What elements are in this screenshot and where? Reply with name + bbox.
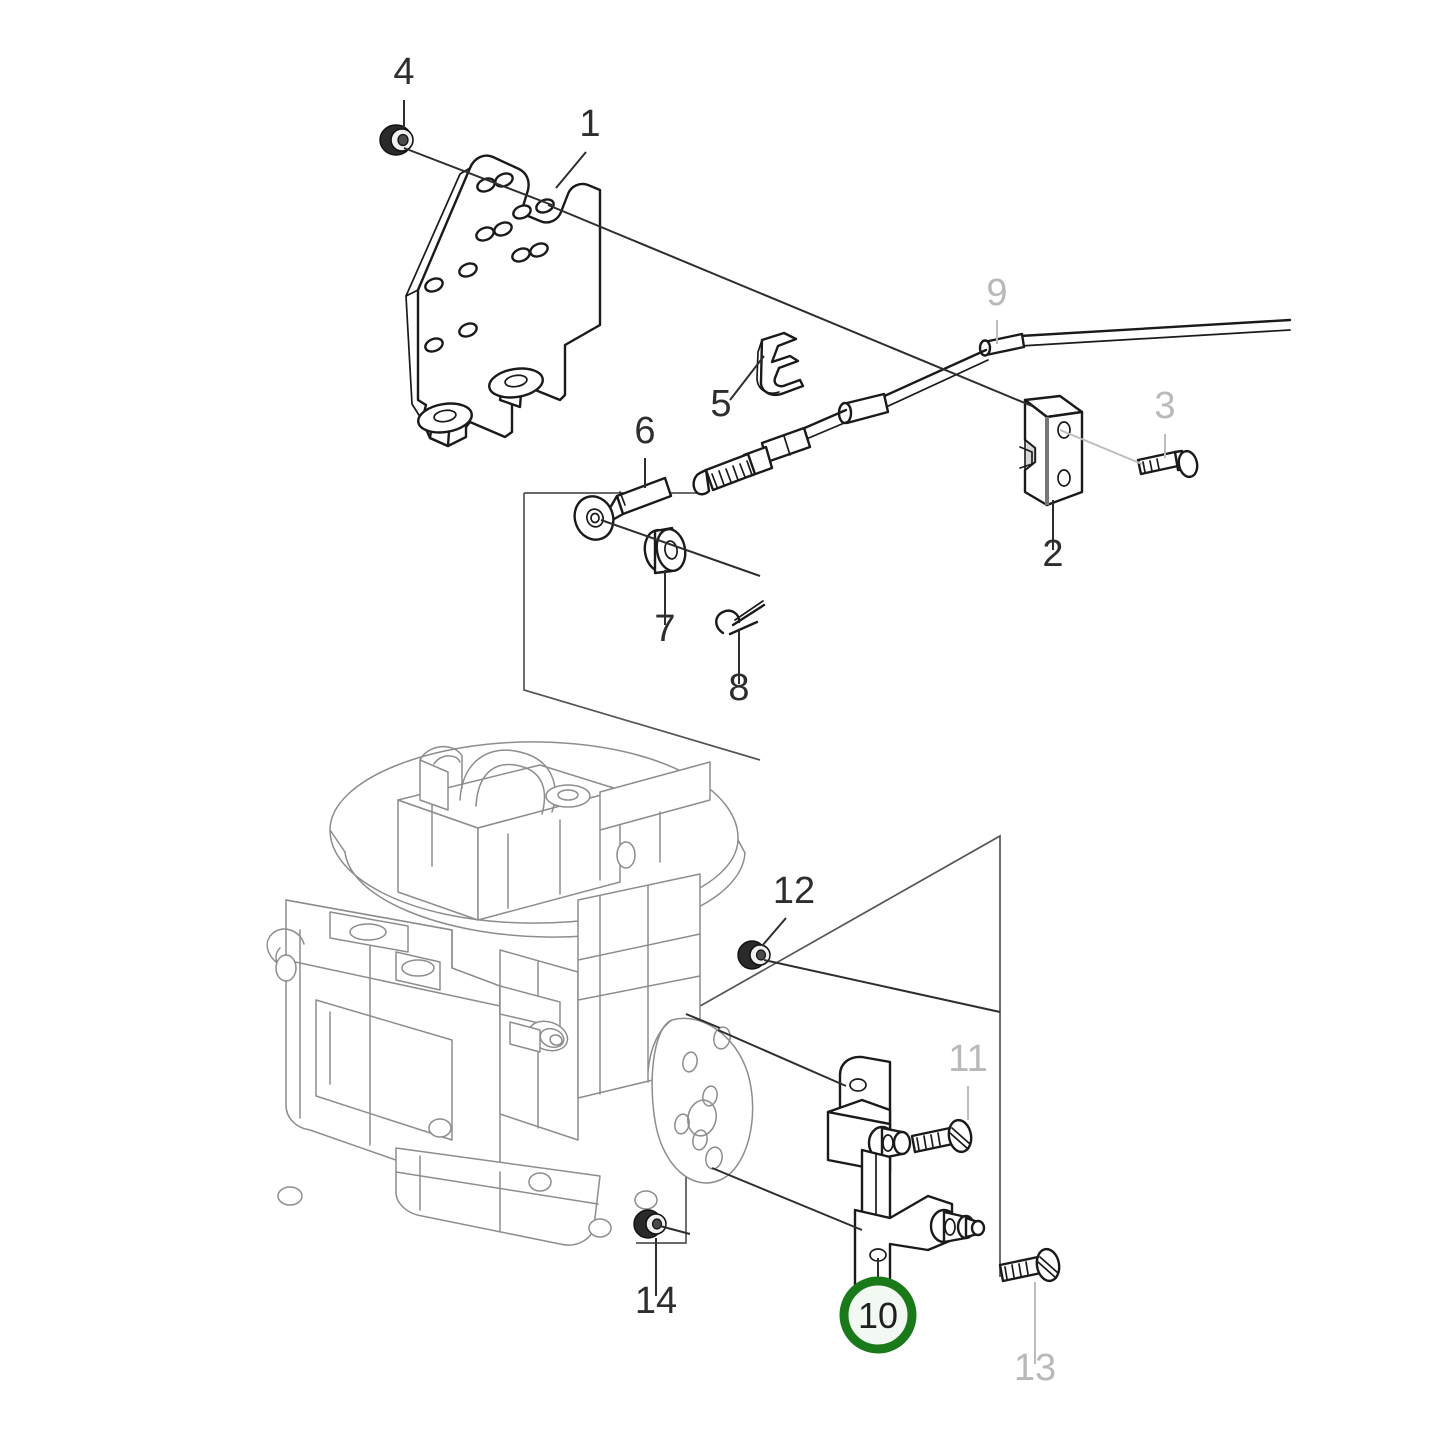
- part-anchor-bolt: [1136, 449, 1199, 479]
- leader-frame-attach: [685, 1013, 721, 1029]
- callout-11[interactable]: 11: [948, 1038, 987, 1080]
- callout-5[interactable]: 5: [710, 383, 731, 425]
- carburetor-body-reference: [266, 741, 754, 1246]
- assembly-frame-lower-left: [636, 1163, 687, 1244]
- callout-14[interactable]: 14: [635, 1280, 677, 1322]
- callout-8[interactable]: 8: [728, 667, 749, 709]
- callout-12[interactable]: 12: [773, 870, 815, 912]
- callout-9[interactable]: 9: [986, 272, 1007, 314]
- leader-12: [761, 917, 787, 947]
- leader-12-axis: [763, 959, 1001, 1013]
- part-cable-anchor-block: [1019, 394, 1084, 507]
- leader-lower-attach: [711, 1167, 863, 1231]
- leader-3-axis: [1059, 429, 1143, 465]
- callout-1[interactable]: 1: [579, 103, 600, 145]
- callout-10[interactable]: 10: [858, 1295, 898, 1336]
- leader-1-to-anchor: [547, 204, 1033, 407]
- leader-lines: [403, 100, 1166, 1364]
- leader-14-axis: [659, 1225, 691, 1235]
- leader-upper-attach: [717, 1029, 847, 1087]
- callout-3[interactable]: 3: [1154, 385, 1175, 427]
- part-pivot-bushing-upper: [737, 940, 771, 970]
- leader-4-to-part: [403, 147, 553, 206]
- assembly-frame-lower: [685, 834, 1001, 1277]
- leader-6-axis: [600, 519, 761, 577]
- part-pivot-bushing-lower: [633, 1209, 667, 1239]
- part-throttle-lever: [826, 1055, 986, 1298]
- callout-13[interactable]: 13: [1014, 1347, 1056, 1389]
- part-flat-washer: [643, 526, 687, 575]
- part-bracket-bushing: [379, 124, 414, 156]
- callout-2[interactable]: 2: [1042, 533, 1063, 575]
- part-u-clip-retainer: [756, 331, 805, 396]
- callout-7[interactable]: 7: [654, 608, 675, 650]
- leader-1: [555, 151, 587, 189]
- leader-5: [729, 355, 765, 401]
- part-lever-screw-lower: [998, 1247, 1061, 1283]
- part-cotter-pin: [715, 600, 766, 636]
- callout-6[interactable]: 6: [634, 410, 655, 452]
- part-throttle-cable: [692, 318, 1292, 496]
- part-mounting-bracket-plate: [405, 154, 602, 448]
- callout-labels: 4 1 5 6 7 8 9 2 3 12 11 14 13 10: [393, 51, 1175, 1389]
- part-lever-screw-upper: [910, 1118, 973, 1154]
- highlight-ring-part-10[interactable]: [839, 1276, 917, 1354]
- callout-4[interactable]: 4: [393, 51, 414, 93]
